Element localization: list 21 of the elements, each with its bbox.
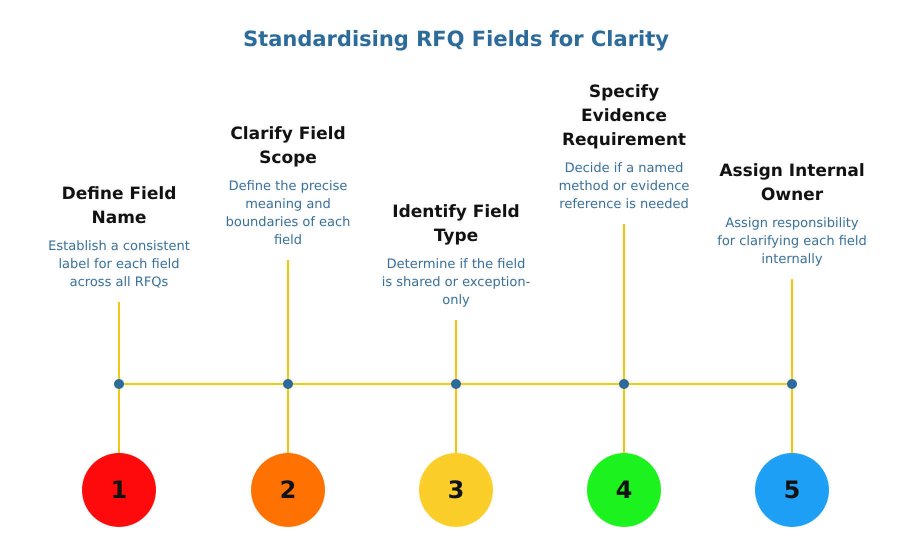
step-description: Determine if the field is shared or exception-only bbox=[381, 256, 531, 310]
step-number: 3 bbox=[448, 476, 464, 504]
step-heading: Assign Internal Owner bbox=[718, 160, 866, 207]
connector-line bbox=[623, 224, 625, 453]
step-heading: Clarify Field Scope bbox=[229, 123, 347, 170]
step-heading: Specify Evidence Requirement bbox=[560, 81, 688, 152]
step-heading: Define Field Name bbox=[60, 183, 178, 230]
connector-line bbox=[791, 279, 793, 453]
diagram-title: Standardising RFQ Fields for Clarity bbox=[242, 27, 670, 51]
step-description: Decide if a named method or evidence reference is needed bbox=[558, 160, 690, 214]
step-number: 5 bbox=[784, 476, 800, 504]
connector-line bbox=[287, 260, 289, 453]
step-number: 1 bbox=[110, 476, 128, 504]
step-number: 4 bbox=[616, 476, 632, 504]
connector-line bbox=[455, 320, 457, 453]
connector-line bbox=[118, 302, 120, 453]
step-description: Assign responsibility for clarifying each field internally bbox=[717, 215, 867, 269]
step-description: Establish a consistent label for each field across all RFQs bbox=[47, 238, 191, 292]
step-number: 2 bbox=[280, 476, 296, 504]
step-description: Define the precise meaning and boundaries of each field bbox=[224, 178, 352, 250]
step-heading: Identify Field Type bbox=[391, 201, 521, 248]
